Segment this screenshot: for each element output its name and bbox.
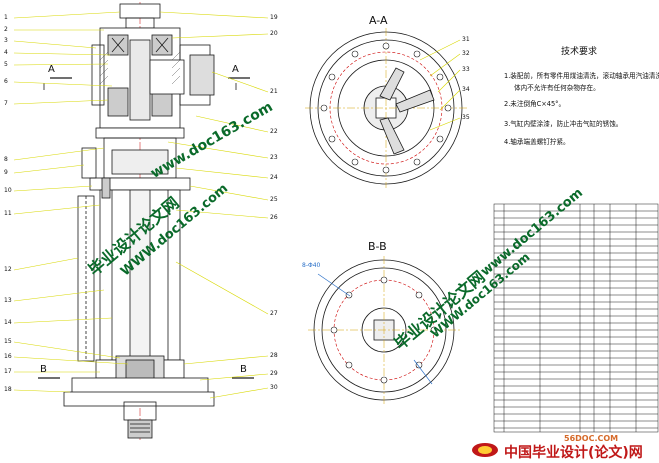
part-number-27: 27 (270, 310, 278, 317)
part-number-6: 6 (4, 78, 8, 85)
a-left-marker: A (48, 64, 55, 75)
part-number-20: 20 (270, 30, 278, 37)
b-right-marker: B (240, 364, 247, 375)
notes-title: 技术要求 (561, 47, 598, 57)
part-number-35: 35 (462, 114, 470, 121)
part-number-23: 23 (270, 154, 278, 161)
section-aa-view (305, 28, 467, 188)
note-line-2: 体内不允许有任何杂物存在。 (514, 84, 600, 92)
part-number-33: 33 (462, 66, 470, 73)
part-number-2: 2 (4, 26, 8, 33)
part-number-14: 14 (4, 319, 12, 326)
part-number-22: 22 (270, 128, 278, 135)
logo-site-text: 56DOC.COM (564, 434, 619, 443)
parts-list-table (493, 203, 659, 433)
part-number-31: 31 (462, 36, 470, 43)
part-number-17: 17 (4, 368, 12, 375)
section-bb-view (308, 256, 460, 404)
aa-section-title: A-A (369, 14, 388, 27)
part-number-19: 19 (270, 14, 278, 21)
part-number-3: 3 (4, 37, 8, 44)
part-number-15: 15 (4, 338, 12, 345)
part-number-25: 25 (270, 196, 278, 203)
part-number-9: 9 (4, 169, 8, 176)
leader-lines-right (159, 11, 269, 399)
note-line-5: 4.轴承端盖螺钉拧紧。 (504, 138, 570, 146)
note-line-4: 3.气缸内壁涂漆，防止冲击气缸的锈蚀。 (504, 120, 623, 128)
part-number-8: 8 (4, 156, 8, 163)
part-number-21: 21 (270, 88, 278, 95)
part-number-26: 26 (270, 214, 278, 221)
part-number-7: 7 (4, 100, 8, 107)
part-number-13: 13 (4, 297, 12, 304)
logo-badge-icon (472, 443, 498, 457)
part-number-10: 10 (4, 187, 12, 194)
part-number-5: 5 (4, 61, 8, 68)
part-number-24: 24 (270, 174, 278, 181)
part-number-18: 18 (4, 386, 12, 393)
part-number-32: 32 (462, 50, 470, 57)
part-number-30: 30 (270, 384, 278, 391)
part-number-16: 16 (4, 353, 12, 360)
part-number-11: 11 (4, 210, 12, 217)
part-number-4: 4 (4, 49, 8, 56)
b-left-marker: B (40, 364, 47, 375)
note-line-1: 1.装配前，所有零件用煤油清洗，滚动轴承用汽油清洗，机 (504, 72, 659, 80)
leader-lines-left (13, 11, 129, 393)
bb-callout: 8-Φ40 (302, 262, 321, 269)
part-number-29: 29 (270, 370, 278, 377)
note-line-3: 2.未注倒角C×45°。 (504, 100, 566, 108)
part-number-12: 12 (4, 266, 12, 273)
assembly-view (38, 2, 254, 440)
part-number-34: 34 (462, 86, 470, 93)
site-logo: 56DOC.COM 中国毕业设计(论文)网 (468, 434, 658, 461)
logo-zh-text: 中国毕业设计(论文)网 (504, 445, 643, 461)
bb-section-title: B-B (368, 240, 387, 253)
part-number-28: 28 (270, 352, 278, 359)
leader-lines-aa (419, 39, 461, 131)
a-right-marker: A (232, 64, 239, 75)
part-number-1: 1 (4, 14, 8, 21)
